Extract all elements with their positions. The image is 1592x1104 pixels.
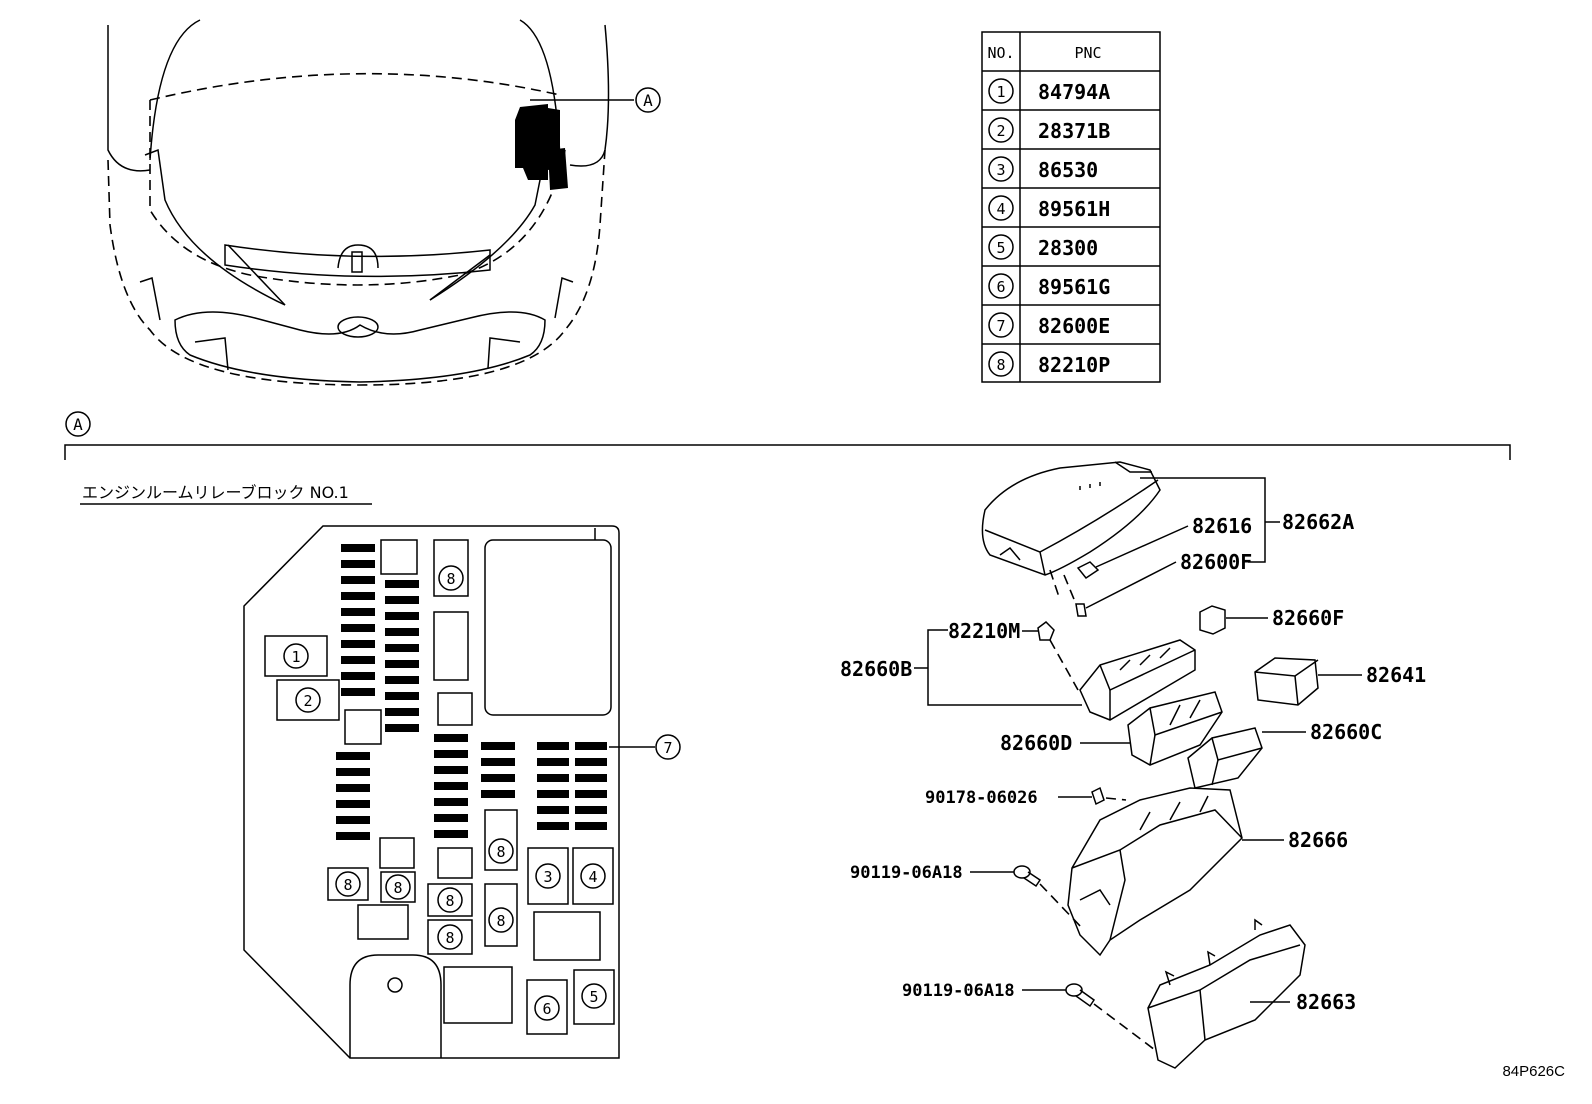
table-row: 6 89561G	[988, 273, 1110, 299]
part-label-82660c: 82660C	[1310, 720, 1382, 744]
relay-block-top-view: エンジンルームリレーブロック NO.1	[80, 483, 681, 1059]
fuse-column-center-right	[481, 742, 515, 798]
socket-3: 3	[527, 847, 569, 905]
part-label-82666: 82666	[1288, 828, 1348, 852]
part-label-82663: 82663	[1296, 990, 1356, 1014]
table-row-no: 6	[996, 278, 1005, 296]
table-row: 5 28300	[988, 234, 1098, 260]
marker-8-label: 8	[343, 876, 352, 894]
table-row-no: 5	[996, 239, 1005, 257]
table-row-no: 1	[996, 83, 1005, 101]
part-label-82616: 82616	[1192, 514, 1252, 538]
marker-3-label: 3	[543, 868, 552, 886]
table-row: 3 86530	[988, 156, 1098, 182]
socket-8d: 8	[380, 871, 416, 903]
table-header-no: NO.	[987, 44, 1014, 62]
marker-8-label: 8	[446, 570, 455, 588]
callout-a-top-circle	[635, 87, 661, 113]
part-label-90119-06a18-lower: 90119-06A18	[902, 981, 1015, 1001]
socket-5: 5	[573, 969, 615, 1025]
table-row-pnc: 82600E	[1038, 314, 1110, 338]
callout-a-section-label: A	[73, 415, 83, 434]
table-row: 2 28371B	[988, 117, 1110, 143]
part-label-82660f: 82660F	[1272, 606, 1344, 630]
part-label-82660d: 82660D	[1000, 731, 1072, 755]
marker-8-label: 8	[445, 929, 454, 947]
marker-8-label: 8	[393, 879, 402, 897]
part-label-82660b: 82660B	[840, 657, 912, 681]
socket-2: 2	[276, 679, 340, 721]
socket-8f: 8	[427, 919, 473, 955]
fuse-group-right	[537, 742, 607, 830]
bolt-lower	[1022, 983, 1156, 1051]
table-row-no: 8	[996, 356, 1005, 374]
car-front-view: A	[107, 19, 661, 386]
fuse-column-center	[434, 734, 468, 838]
table-row-pnc: 89561G	[1038, 275, 1110, 299]
bolt-upper	[970, 865, 1083, 929]
table-row-no: 3	[996, 161, 1005, 179]
fuse-column-lower-left	[336, 752, 370, 840]
table-row-pnc: 89561H	[1038, 197, 1110, 221]
socket-8e: 8	[427, 883, 473, 917]
fuse-column-mid	[385, 580, 419, 732]
marker-8-label: 8	[496, 912, 505, 930]
part-label-82662a: 82662A	[1282, 510, 1354, 534]
socket-8c: 8	[327, 867, 369, 901]
table-row: 8 82210P	[988, 351, 1110, 377]
table-row-no: 7	[996, 317, 1005, 335]
table-row-no: 2	[996, 122, 1005, 140]
socket-4: 4	[572, 847, 614, 905]
marker-8-label: 8	[445, 892, 454, 910]
socket-1: 1	[264, 635, 328, 677]
table-row-pnc: 84794A	[1038, 80, 1110, 104]
cover-part	[981, 461, 1161, 576]
exploded-view: 82662A 82616 82600F 82660F 82210M 82660B…	[840, 461, 1426, 1069]
block-title: エンジンルームリレーブロック NO.1	[82, 483, 349, 502]
table-row-no: 4	[996, 200, 1005, 218]
table-row-pnc: 86530	[1038, 158, 1098, 182]
part-label-82600f: 82600F	[1180, 550, 1252, 574]
table-row: 7 82600E	[988, 312, 1110, 338]
socket-8b: 8	[484, 809, 518, 871]
part-label-82210m: 82210M	[948, 619, 1020, 643]
table-row-pnc: 28300	[1038, 236, 1098, 260]
marker-7: 7	[609, 734, 681, 760]
marker-5-label: 5	[589, 988, 598, 1006]
marker-8-label: 8	[496, 843, 505, 861]
section-a-bracket: A	[64, 411, 1511, 460]
socket-8a: 8	[433, 539, 469, 597]
marker-7-label: 7	[663, 739, 672, 757]
table-row: 4 89561H	[988, 195, 1110, 221]
part-label-82641: 82641	[1366, 663, 1426, 687]
table-row: 1 84794A	[988, 78, 1110, 104]
marker-1-label: 1	[291, 648, 300, 666]
table-header-pnc: PNC	[1074, 44, 1101, 62]
pnc-table: NO. PNC 1 84794A 2 28371B 3 86530 4 8956…	[981, 31, 1161, 383]
socket-8g: 8	[484, 883, 518, 947]
drawing-id: 84P626C	[1502, 1063, 1565, 1080]
part-label-90178-06026: 90178-06026	[925, 788, 1038, 808]
marker-4-label: 4	[588, 868, 597, 886]
part-label-90119-06a18-upper: 90119-06A18	[850, 863, 963, 883]
socket-6: 6	[526, 979, 568, 1035]
callout-a-top-label: A	[643, 91, 653, 110]
fuse-column-left	[341, 544, 375, 696]
marker-6-label: 6	[542, 1000, 551, 1018]
table-row-pnc: 28371B	[1038, 119, 1110, 143]
marker-2-label: 2	[303, 692, 312, 710]
table-row-pnc: 82210P	[1038, 353, 1110, 377]
